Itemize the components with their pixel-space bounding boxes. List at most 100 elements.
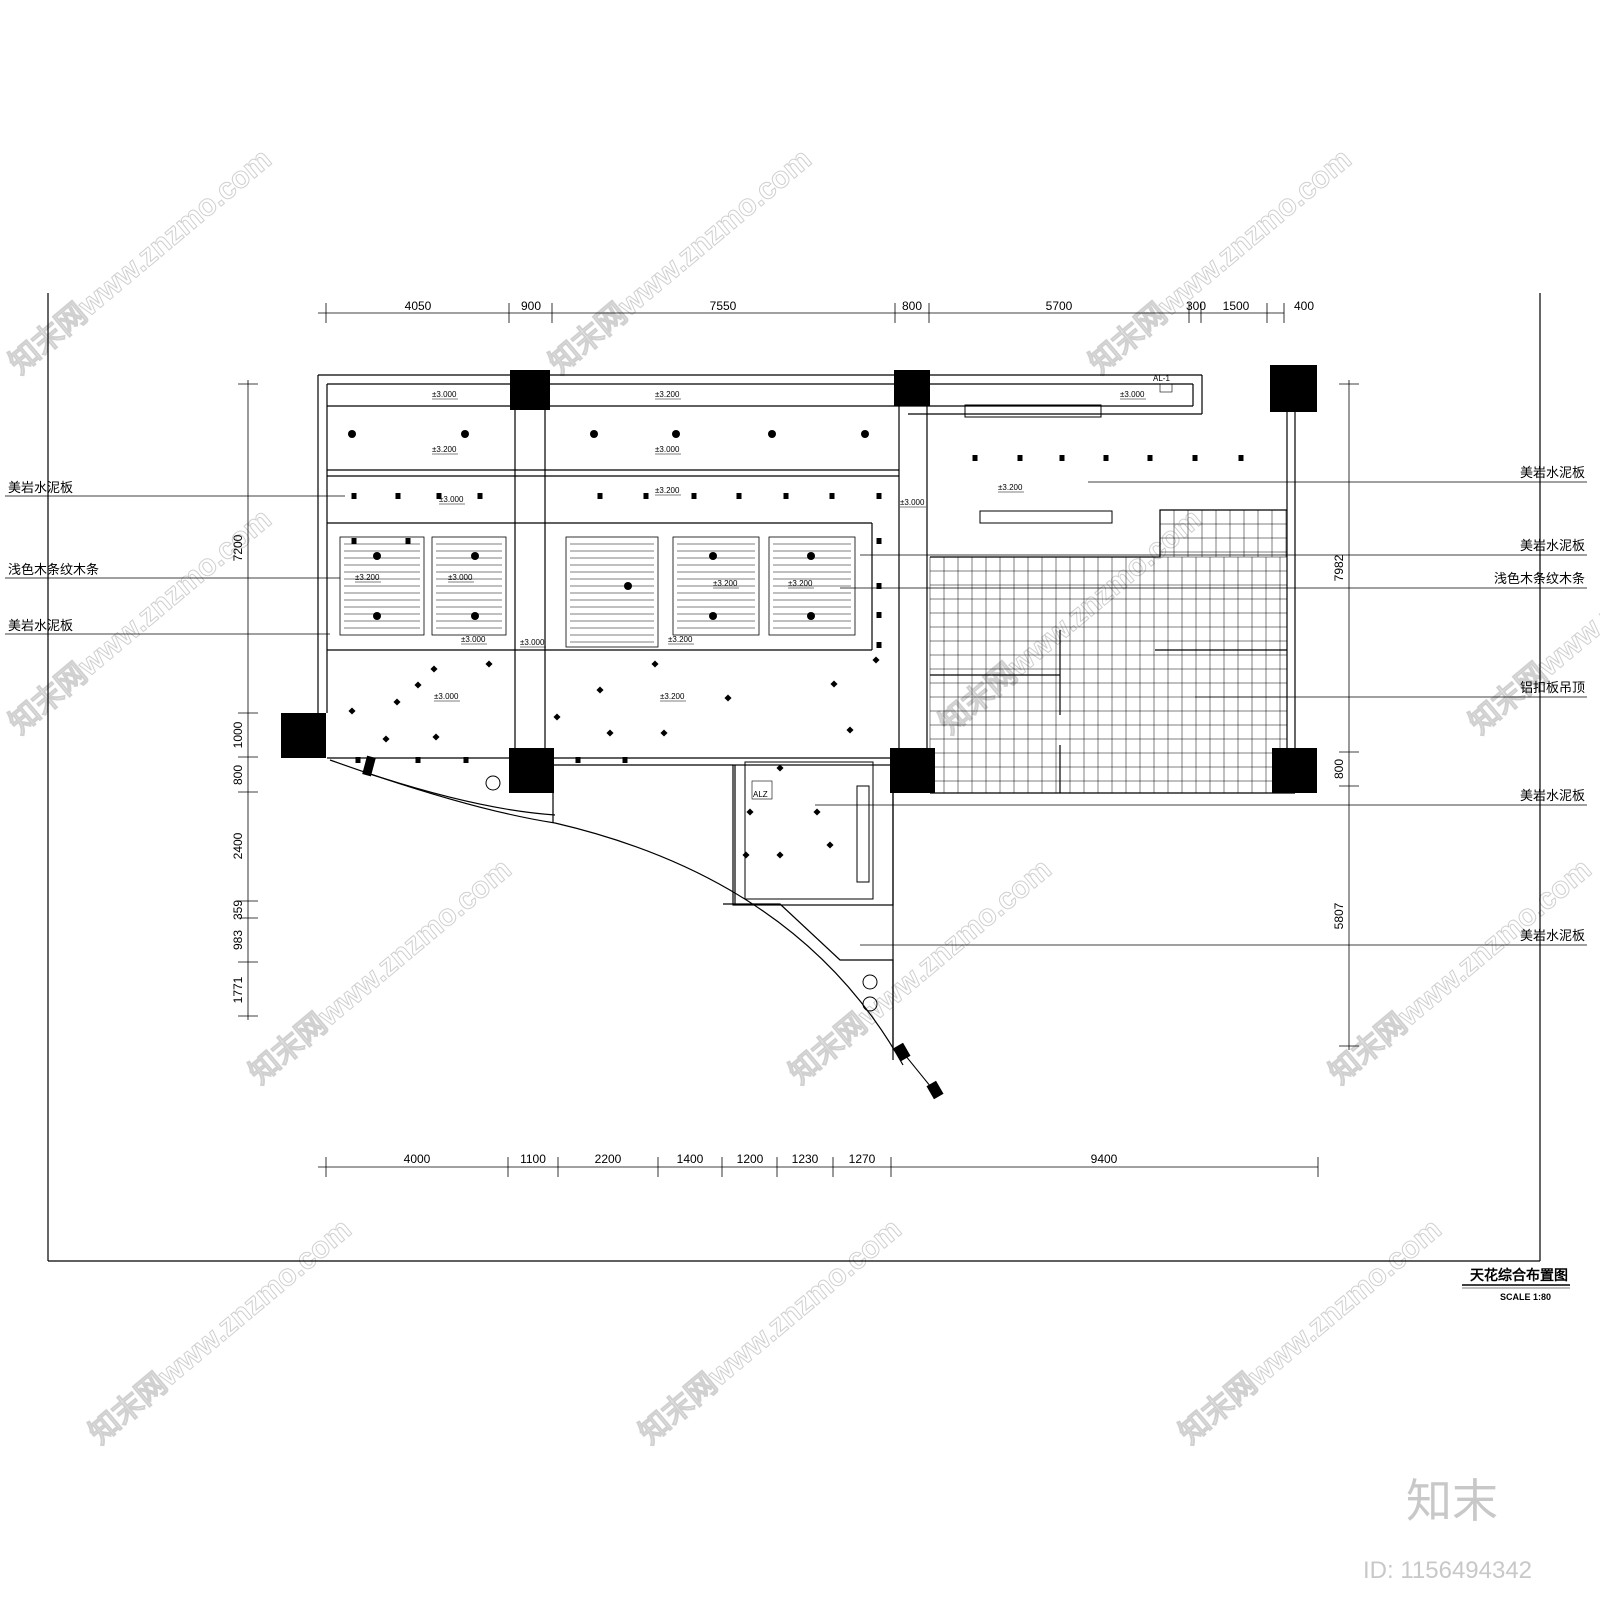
drawing-title: 天花综合布置图 xyxy=(1470,1267,1568,1284)
watermark-text: 知末网www.znzmo.com xyxy=(933,503,1207,741)
material-label-right: 铝扣板吊顶 xyxy=(1520,681,1585,696)
column xyxy=(281,713,326,758)
elevation-marker: ±3.200 xyxy=(655,390,680,399)
spot-light xyxy=(393,698,401,706)
building-outline xyxy=(317,374,1296,1066)
spot-light xyxy=(415,757,421,763)
spot-light xyxy=(724,694,732,702)
material-label-left: 美岩水泥板 xyxy=(8,481,73,496)
dim-label: 5807 xyxy=(1332,902,1346,929)
dimension-bottom-labels: 4000 1100 2200 1400 1200 1230 1270 9400 xyxy=(404,1152,1118,1166)
downlight xyxy=(348,430,356,438)
spot-light xyxy=(736,493,742,499)
panel-tags: AL-1 ALZ xyxy=(751,374,1173,800)
column xyxy=(894,370,930,406)
facade-openings xyxy=(362,755,944,1100)
column xyxy=(510,370,550,410)
light-fixtures xyxy=(348,430,1244,859)
spot-light xyxy=(430,665,438,673)
dimension-right xyxy=(1339,380,1359,1050)
dim-label: 7982 xyxy=(1332,554,1346,581)
spot-light xyxy=(691,493,697,499)
wood-strip-panels xyxy=(339,536,856,648)
spot-light xyxy=(776,764,784,772)
spot-light xyxy=(622,757,628,763)
drawing-scale: SCALE 1:80 xyxy=(1500,1292,1551,1302)
elevation-marker: ±3.200 xyxy=(998,483,1023,492)
dim-label: 1100 xyxy=(520,1152,546,1166)
exhaust-fan xyxy=(862,974,878,990)
watermark-text: 知末网www.znzmo.com xyxy=(3,143,277,381)
brand-mark: 知末 xyxy=(1406,1474,1498,1528)
exhaust-fan xyxy=(862,996,878,1012)
dim-label: 800 xyxy=(902,299,922,313)
spot-light xyxy=(596,686,604,694)
elevation-marker: ±3.000 xyxy=(434,692,459,701)
dim-label: 1000 xyxy=(231,721,245,748)
dim-label: 800 xyxy=(231,765,245,785)
title-block: 天花综合布置图 SCALE 1:80 xyxy=(1462,1267,1570,1302)
downlight xyxy=(471,612,479,620)
downlight xyxy=(461,430,469,438)
wood-panel xyxy=(768,536,856,636)
dimension-top-labels: 4050 900 7550 800 5700 300 1500 400 xyxy=(405,299,1315,313)
wood-panel xyxy=(339,536,425,636)
dim-label: 4050 xyxy=(405,299,432,313)
spot-light xyxy=(830,680,838,688)
image-id: ID: 1156494342 xyxy=(1363,1557,1532,1584)
spot-light xyxy=(1238,455,1244,461)
panel-tag-alz: ALZ xyxy=(753,790,768,799)
spot-light xyxy=(351,493,357,499)
spot-light xyxy=(553,713,561,721)
elevation-marker: ±3.000 xyxy=(461,635,486,644)
spot-light xyxy=(872,656,880,664)
watermark-layer: 知末网www.znzmo.com 知末网www.znzmo.com 知末网www… xyxy=(3,142,1600,1451)
watermark-text: 知末网www.znzmo.com xyxy=(633,1213,907,1451)
material-labels: 美岩水泥板 浅色木条纹木条 美岩水泥板 美岩水泥板 美岩水泥板 浅色木条纹木条 … xyxy=(8,466,1585,944)
spot-light xyxy=(876,612,882,618)
spot-light xyxy=(597,493,603,499)
elevation-marker: ±3.000 xyxy=(520,638,545,647)
spot-light xyxy=(432,733,440,741)
dimension-left xyxy=(238,380,258,1020)
dim-label: 1270 xyxy=(849,1152,876,1166)
elevation-marker: ±3.200 xyxy=(355,573,380,582)
downlight xyxy=(709,612,717,620)
spot-light xyxy=(1059,455,1065,461)
material-label-right: 美岩水泥板 xyxy=(1520,929,1585,944)
panel-tag-al-1: AL-1 xyxy=(1153,374,1170,383)
spot-light xyxy=(742,851,750,859)
wood-panel xyxy=(672,536,760,636)
watermark-text: 知末网www.znzmo.com xyxy=(1323,853,1597,1091)
spot-light xyxy=(575,757,581,763)
dim-label: 1771 xyxy=(231,976,245,1003)
elevation-marker: ±3.000 xyxy=(439,495,464,504)
spot-light xyxy=(846,726,854,734)
material-label-left: 浅色木条纹木条 xyxy=(8,562,99,578)
column xyxy=(509,748,554,793)
spot-light xyxy=(643,493,649,499)
downlight xyxy=(624,582,632,590)
downlight xyxy=(471,552,479,560)
elevation-marker: ±3.200 xyxy=(668,635,693,644)
downlight xyxy=(807,612,815,620)
spot-light xyxy=(813,808,821,816)
dim-label: 400 xyxy=(1294,299,1314,313)
window-mark xyxy=(926,1080,944,1100)
exhaust-fan xyxy=(485,775,501,791)
structural-columns xyxy=(281,365,1317,793)
watermark-text: 知末网www.znzmo.com xyxy=(783,853,1057,1091)
dim-label: 7550 xyxy=(710,299,737,313)
column xyxy=(1272,748,1317,793)
spot-light xyxy=(876,493,882,499)
downlight xyxy=(807,552,815,560)
spot-light xyxy=(477,493,483,499)
material-label-right: 美岩水泥板 xyxy=(1520,539,1585,554)
downlight xyxy=(373,552,381,560)
material-label-right: 浅色木条纹木条 xyxy=(1494,571,1585,587)
dim-label: 5700 xyxy=(1046,299,1073,313)
watermark-text: 知末网www.znzmo.com xyxy=(1083,143,1357,381)
watermark-text: 知末网www.znzmo.com xyxy=(543,143,817,381)
watermark-text: 知末网www.znzmo.com xyxy=(243,853,517,1091)
